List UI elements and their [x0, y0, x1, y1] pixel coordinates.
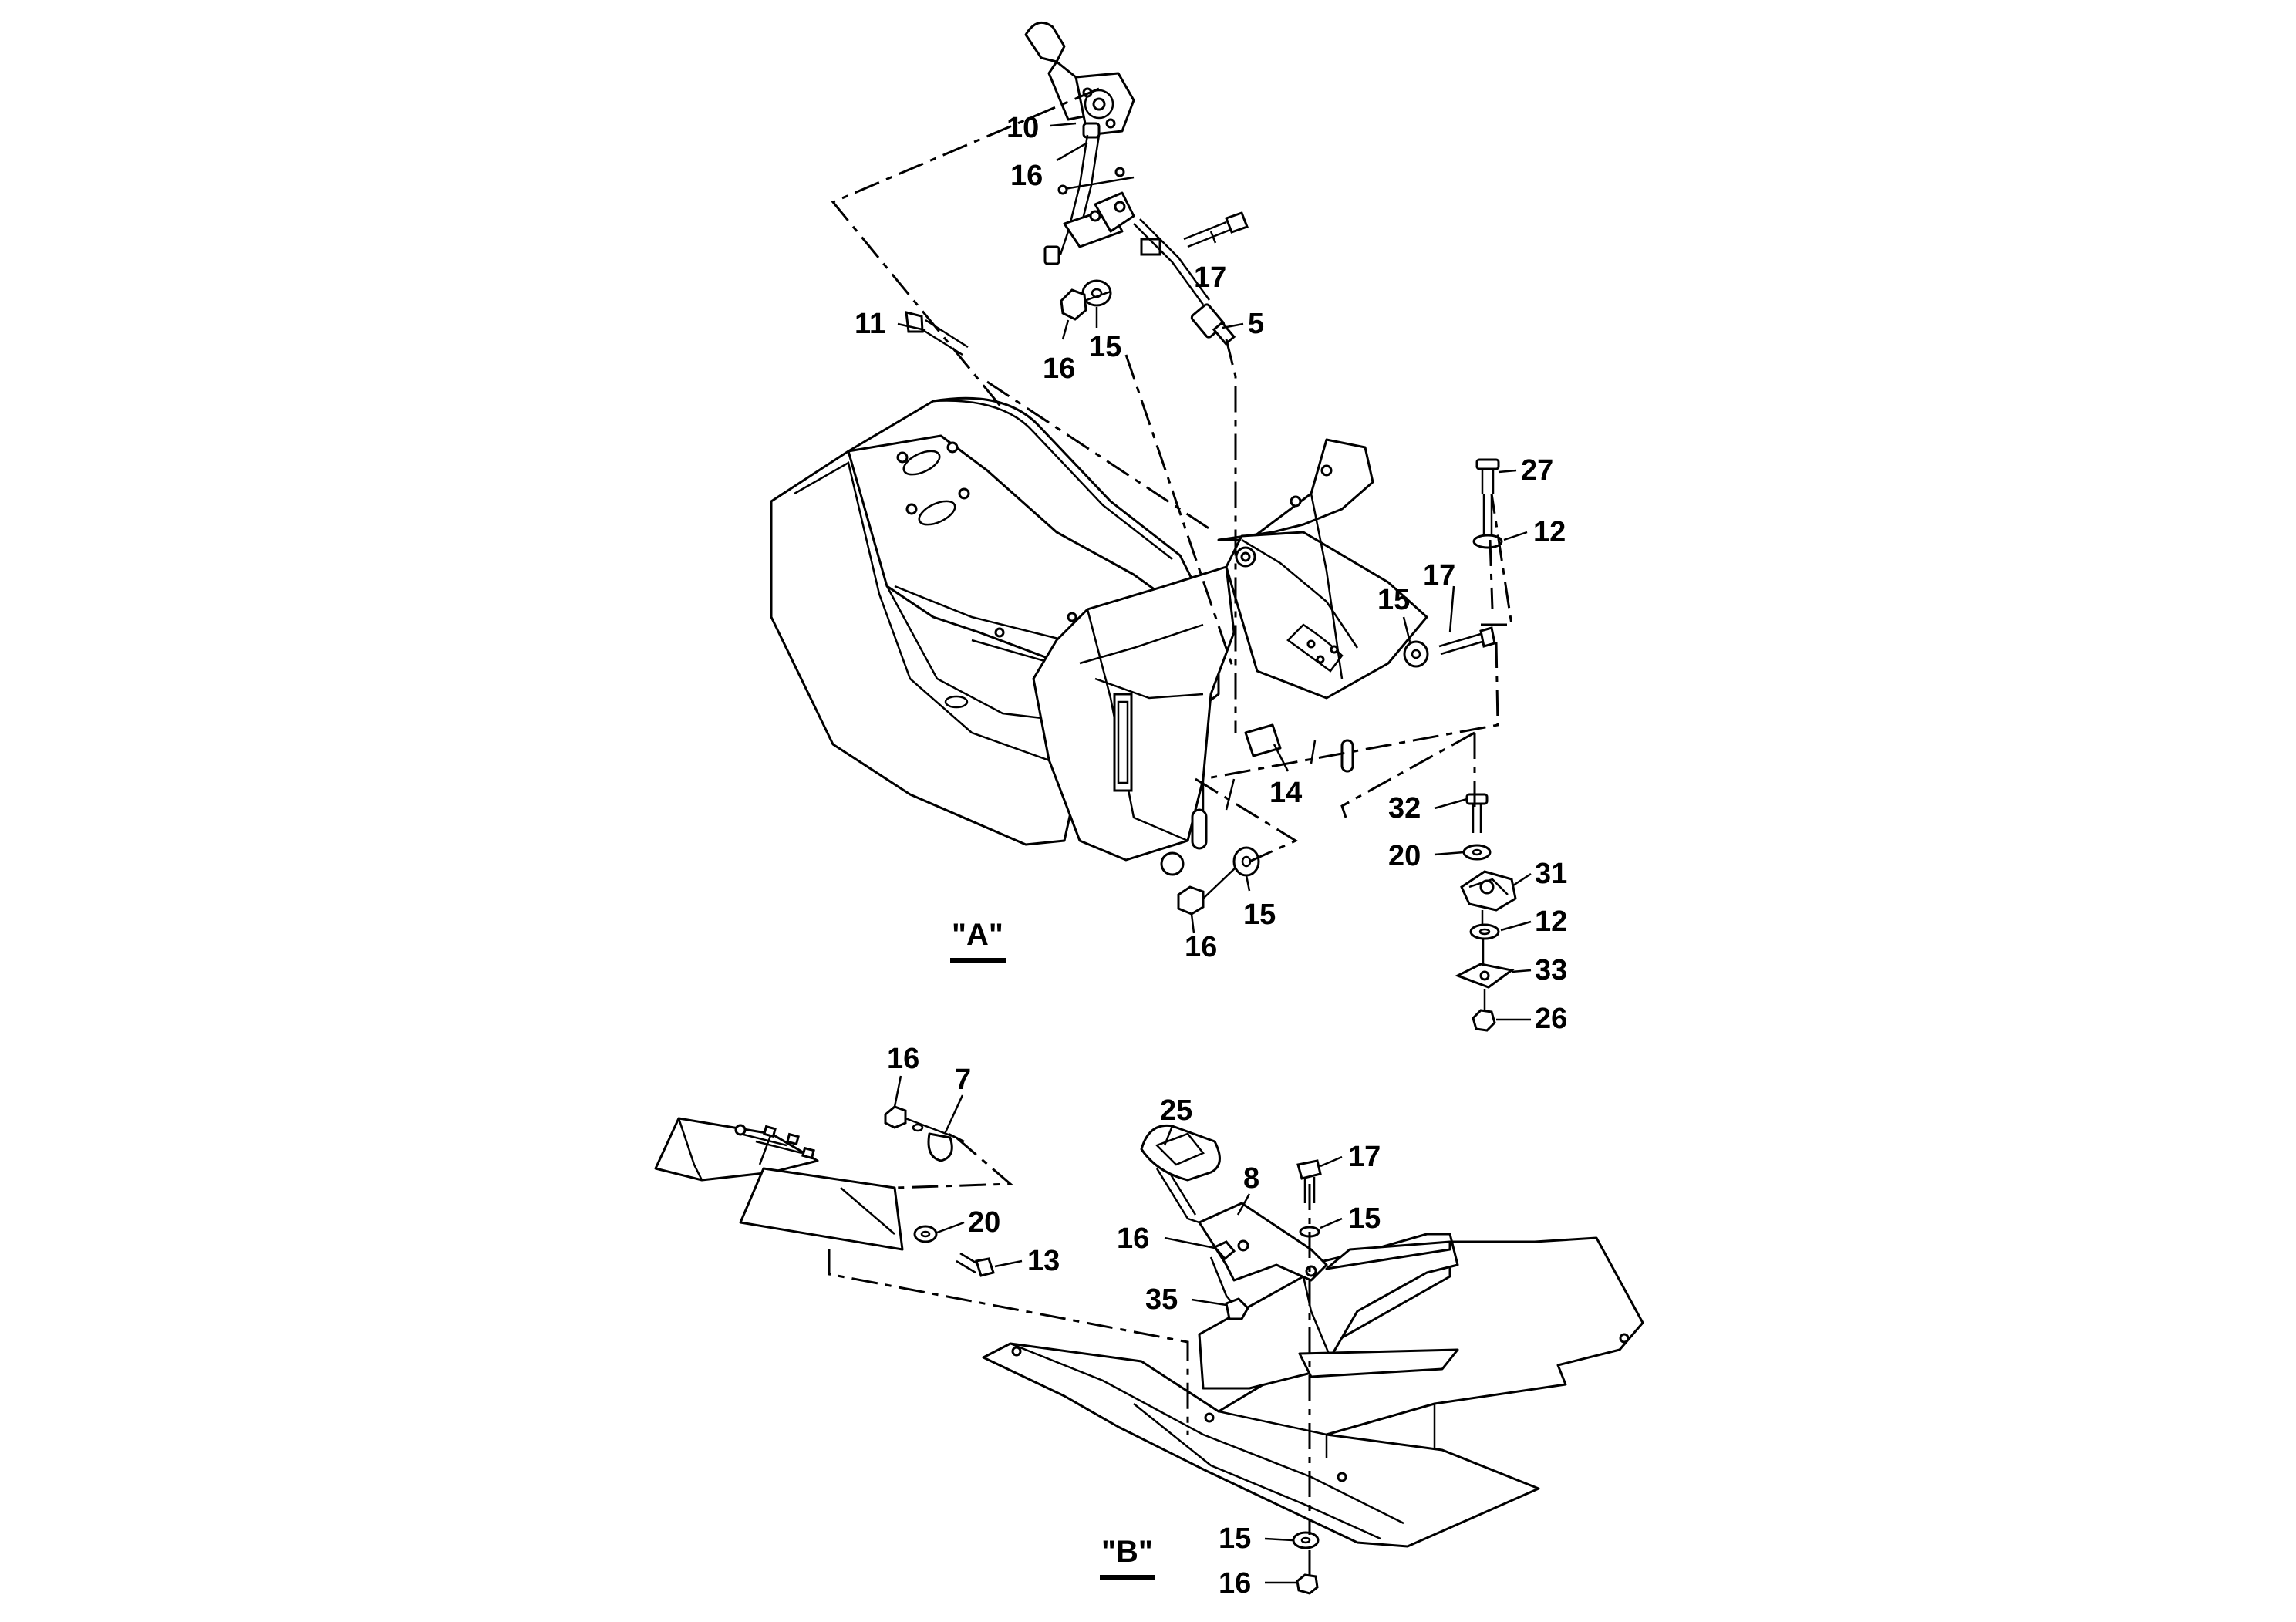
callout-15: 15: [1377, 584, 1410, 616]
callout-5: 5: [1248, 308, 1264, 340]
callout-16: 16: [887, 1043, 919, 1075]
callout-10: 10: [1006, 112, 1039, 144]
callout-11: 11: [855, 308, 885, 340]
callout-16: 16: [1010, 160, 1043, 192]
control-console: [1032, 438, 1428, 876]
bolt-13-washer-20: [913, 1225, 995, 1277]
callout-15: 15: [1219, 1523, 1251, 1555]
callout-27: 27: [1521, 454, 1553, 487]
assembly-lines-a: [831, 87, 1513, 863]
callout-17: 17: [1423, 559, 1455, 592]
right-hardware-b: [1296, 1159, 1322, 1238]
callout-15: 15: [1089, 331, 1121, 363]
floor-pan-plate: [982, 1236, 1644, 1548]
callout-16: 16: [1117, 1222, 1149, 1255]
callout-14: 14: [1269, 777, 1302, 809]
view-label-b-underline: [1100, 1575, 1155, 1580]
callout-7: 7: [955, 1064, 971, 1096]
callout-16: 16: [1185, 931, 1217, 963]
callout-26: 26: [1535, 1003, 1567, 1035]
throttle-lever-assembly: [1024, 21, 1249, 346]
callout-15: 15: [1348, 1202, 1381, 1235]
pedal-bracket: [1140, 1124, 1328, 1320]
bolt-11: [905, 311, 969, 356]
clamp-hardware: [884, 1105, 965, 1162]
callout-20: 20: [1388, 840, 1421, 872]
bottom-hardware-b: [1292, 1531, 1320, 1595]
callout-12: 12: [1533, 516, 1566, 548]
upper-mounting-plate: [1198, 1233, 1459, 1390]
callout-16: 16: [1043, 352, 1075, 385]
callout-25: 25: [1160, 1094, 1192, 1127]
view-labels: "A" "B": [950, 918, 1155, 1580]
callout-32: 32: [1388, 792, 1421, 824]
callout-20: 20: [968, 1206, 1000, 1239]
view-label-a-underline: [950, 958, 1006, 963]
side-shield: [654, 1117, 904, 1251]
right-hardware-a: [1403, 458, 1503, 668]
callout-labels: 10 16 17 5 16 15 11 27 12 17 15 14 32 20…: [855, 112, 1567, 1600]
callout-17: 17: [1348, 1141, 1381, 1173]
callout-15: 15: [1243, 899, 1276, 931]
callout-leaders: [893, 122, 1532, 1584]
callout-17: 17: [1194, 261, 1226, 294]
callout-16: 16: [1219, 1567, 1251, 1600]
assembly-lines-b: [828, 1136, 1311, 1575]
callout-31: 31: [1535, 858, 1567, 890]
callout-12: 12: [1535, 905, 1567, 938]
callout-35: 35: [1145, 1283, 1178, 1316]
view-b-assembly: [654, 1105, 1644, 1595]
callout-33: 33: [1535, 954, 1567, 986]
view-label-b: "B": [1101, 1535, 1153, 1569]
view-a-assembly: [770, 21, 1517, 1032]
callout-13: 13: [1027, 1245, 1060, 1277]
callout-8: 8: [1243, 1162, 1259, 1195]
mount-stack: [1455, 793, 1517, 1032]
view-label-a: "A": [952, 918, 1003, 952]
